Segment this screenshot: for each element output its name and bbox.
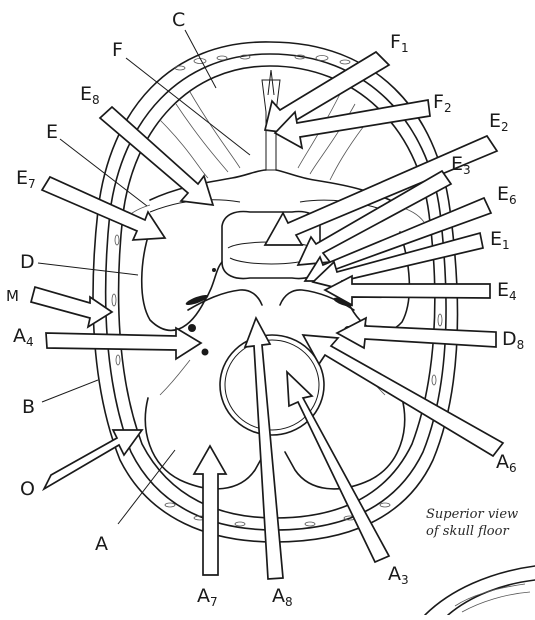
label-E1: E1 [490, 228, 510, 252]
arrow-E4 [325, 276, 490, 305]
arrow-O [44, 430, 142, 489]
label-E4: E4 [497, 279, 517, 303]
label-A3: A3 [388, 563, 409, 587]
label-F2: F2 [433, 91, 452, 115]
arrow-M [31, 287, 112, 327]
arrow-A8 [245, 318, 283, 579]
leader-lines [38, 30, 250, 524]
label-A7: A7 [197, 585, 218, 609]
label-E7: E7 [16, 167, 36, 191]
next-figure-fragment [425, 566, 535, 615]
label-F1: F1 [390, 31, 409, 55]
label-A4: A4 [13, 325, 34, 349]
arrow-A3 [287, 372, 389, 562]
arrow-D8 [337, 318, 496, 348]
label-E: E [46, 121, 58, 143]
label-D8: D8 [502, 328, 524, 352]
pointer-arrows [31, 52, 503, 579]
arrow-E8 [100, 107, 213, 205]
arrow-E7 [42, 177, 165, 240]
label-E8: E8 [80, 83, 100, 107]
label-A6: A6 [496, 451, 517, 475]
label-E2: E2 [489, 110, 509, 134]
label-E6: E6 [497, 183, 517, 207]
label-D: D [20, 251, 35, 273]
label-A: A [95, 533, 108, 555]
arrow-A4 [46, 328, 201, 359]
label-A8: A8 [272, 585, 293, 609]
label-O: O [20, 478, 35, 500]
label-M: M [6, 287, 19, 305]
label-F: F [112, 39, 123, 61]
label-C: C [172, 9, 185, 31]
caption: Superior view of skull floor [426, 507, 522, 539]
label-B: B [22, 396, 35, 418]
